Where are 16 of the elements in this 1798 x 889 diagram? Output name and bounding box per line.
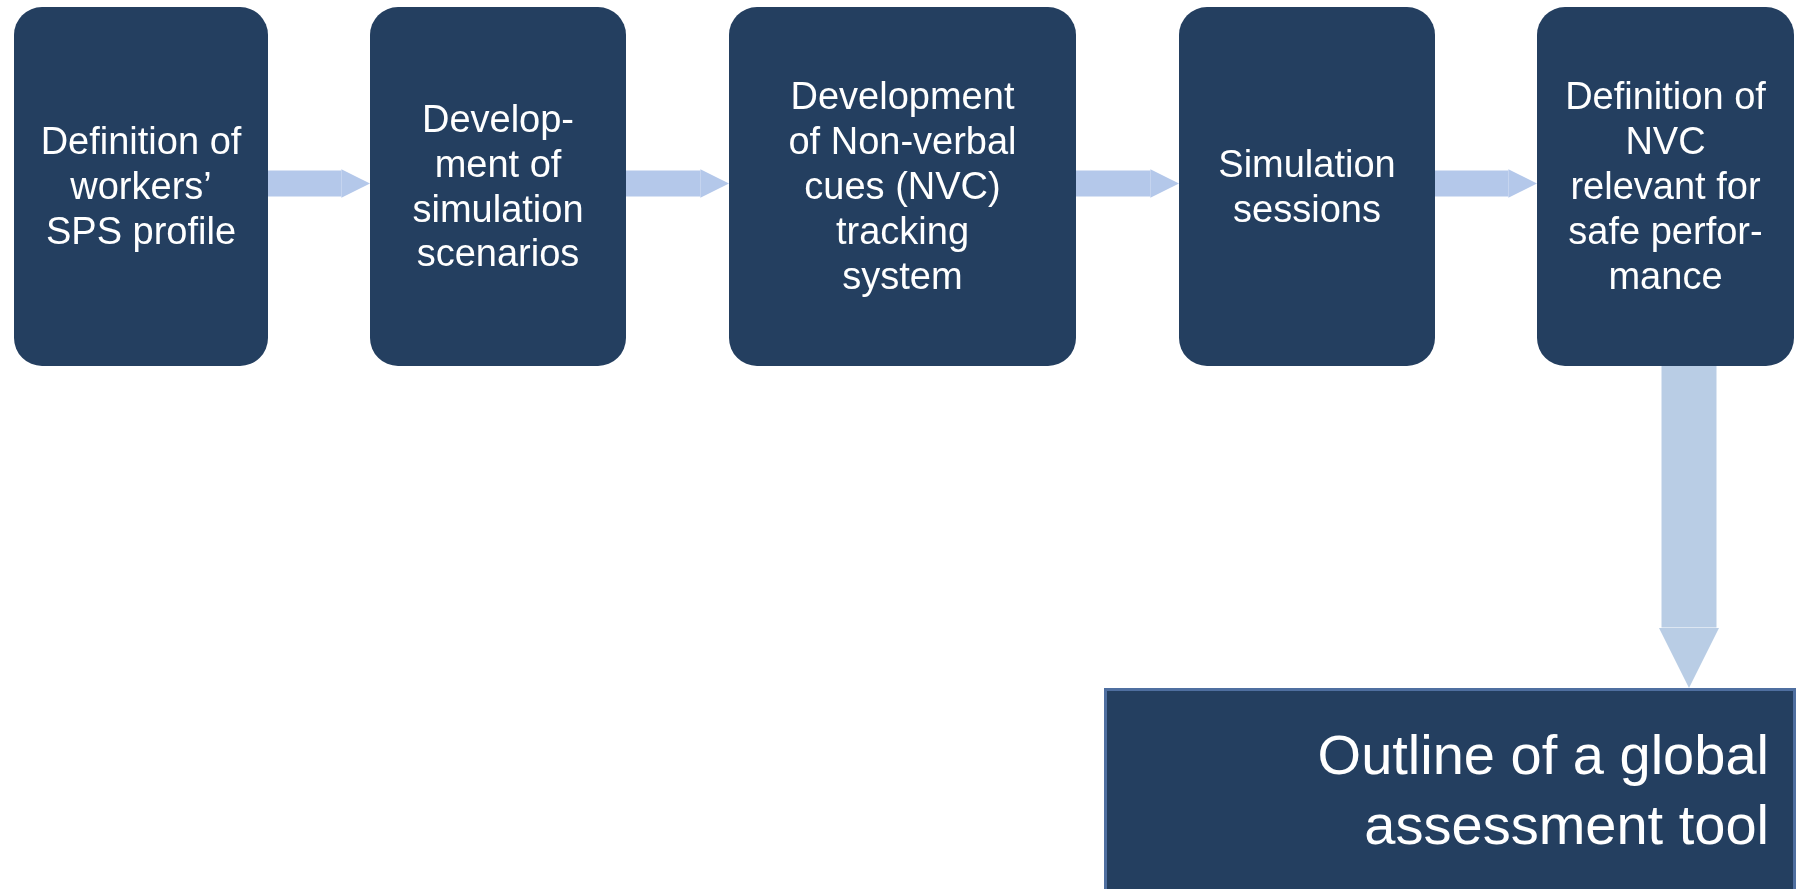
box-label: Outline of a global assessment tool xyxy=(1316,722,1769,858)
process-box xyxy=(1179,7,1435,366)
process-box xyxy=(729,7,1076,366)
arrow xyxy=(626,169,729,198)
arrow xyxy=(1076,169,1179,198)
box-label: Definition of workers’ SPS profile xyxy=(39,119,243,254)
arrow xyxy=(268,169,370,198)
arrow xyxy=(1435,169,1537,198)
result-box xyxy=(1104,688,1796,889)
box-label: Definition of NVC relevant for safe perfor- mance xyxy=(1564,74,1767,299)
box-label: Develop- ment of simulation scenarios xyxy=(411,96,585,277)
process-box xyxy=(14,7,268,366)
process-box xyxy=(1537,7,1794,366)
box-label: Simulation sessions xyxy=(1217,141,1397,232)
box-label: Development of Non-verbal cues (NVC) tracking system xyxy=(787,74,1018,299)
process-box xyxy=(370,7,626,366)
